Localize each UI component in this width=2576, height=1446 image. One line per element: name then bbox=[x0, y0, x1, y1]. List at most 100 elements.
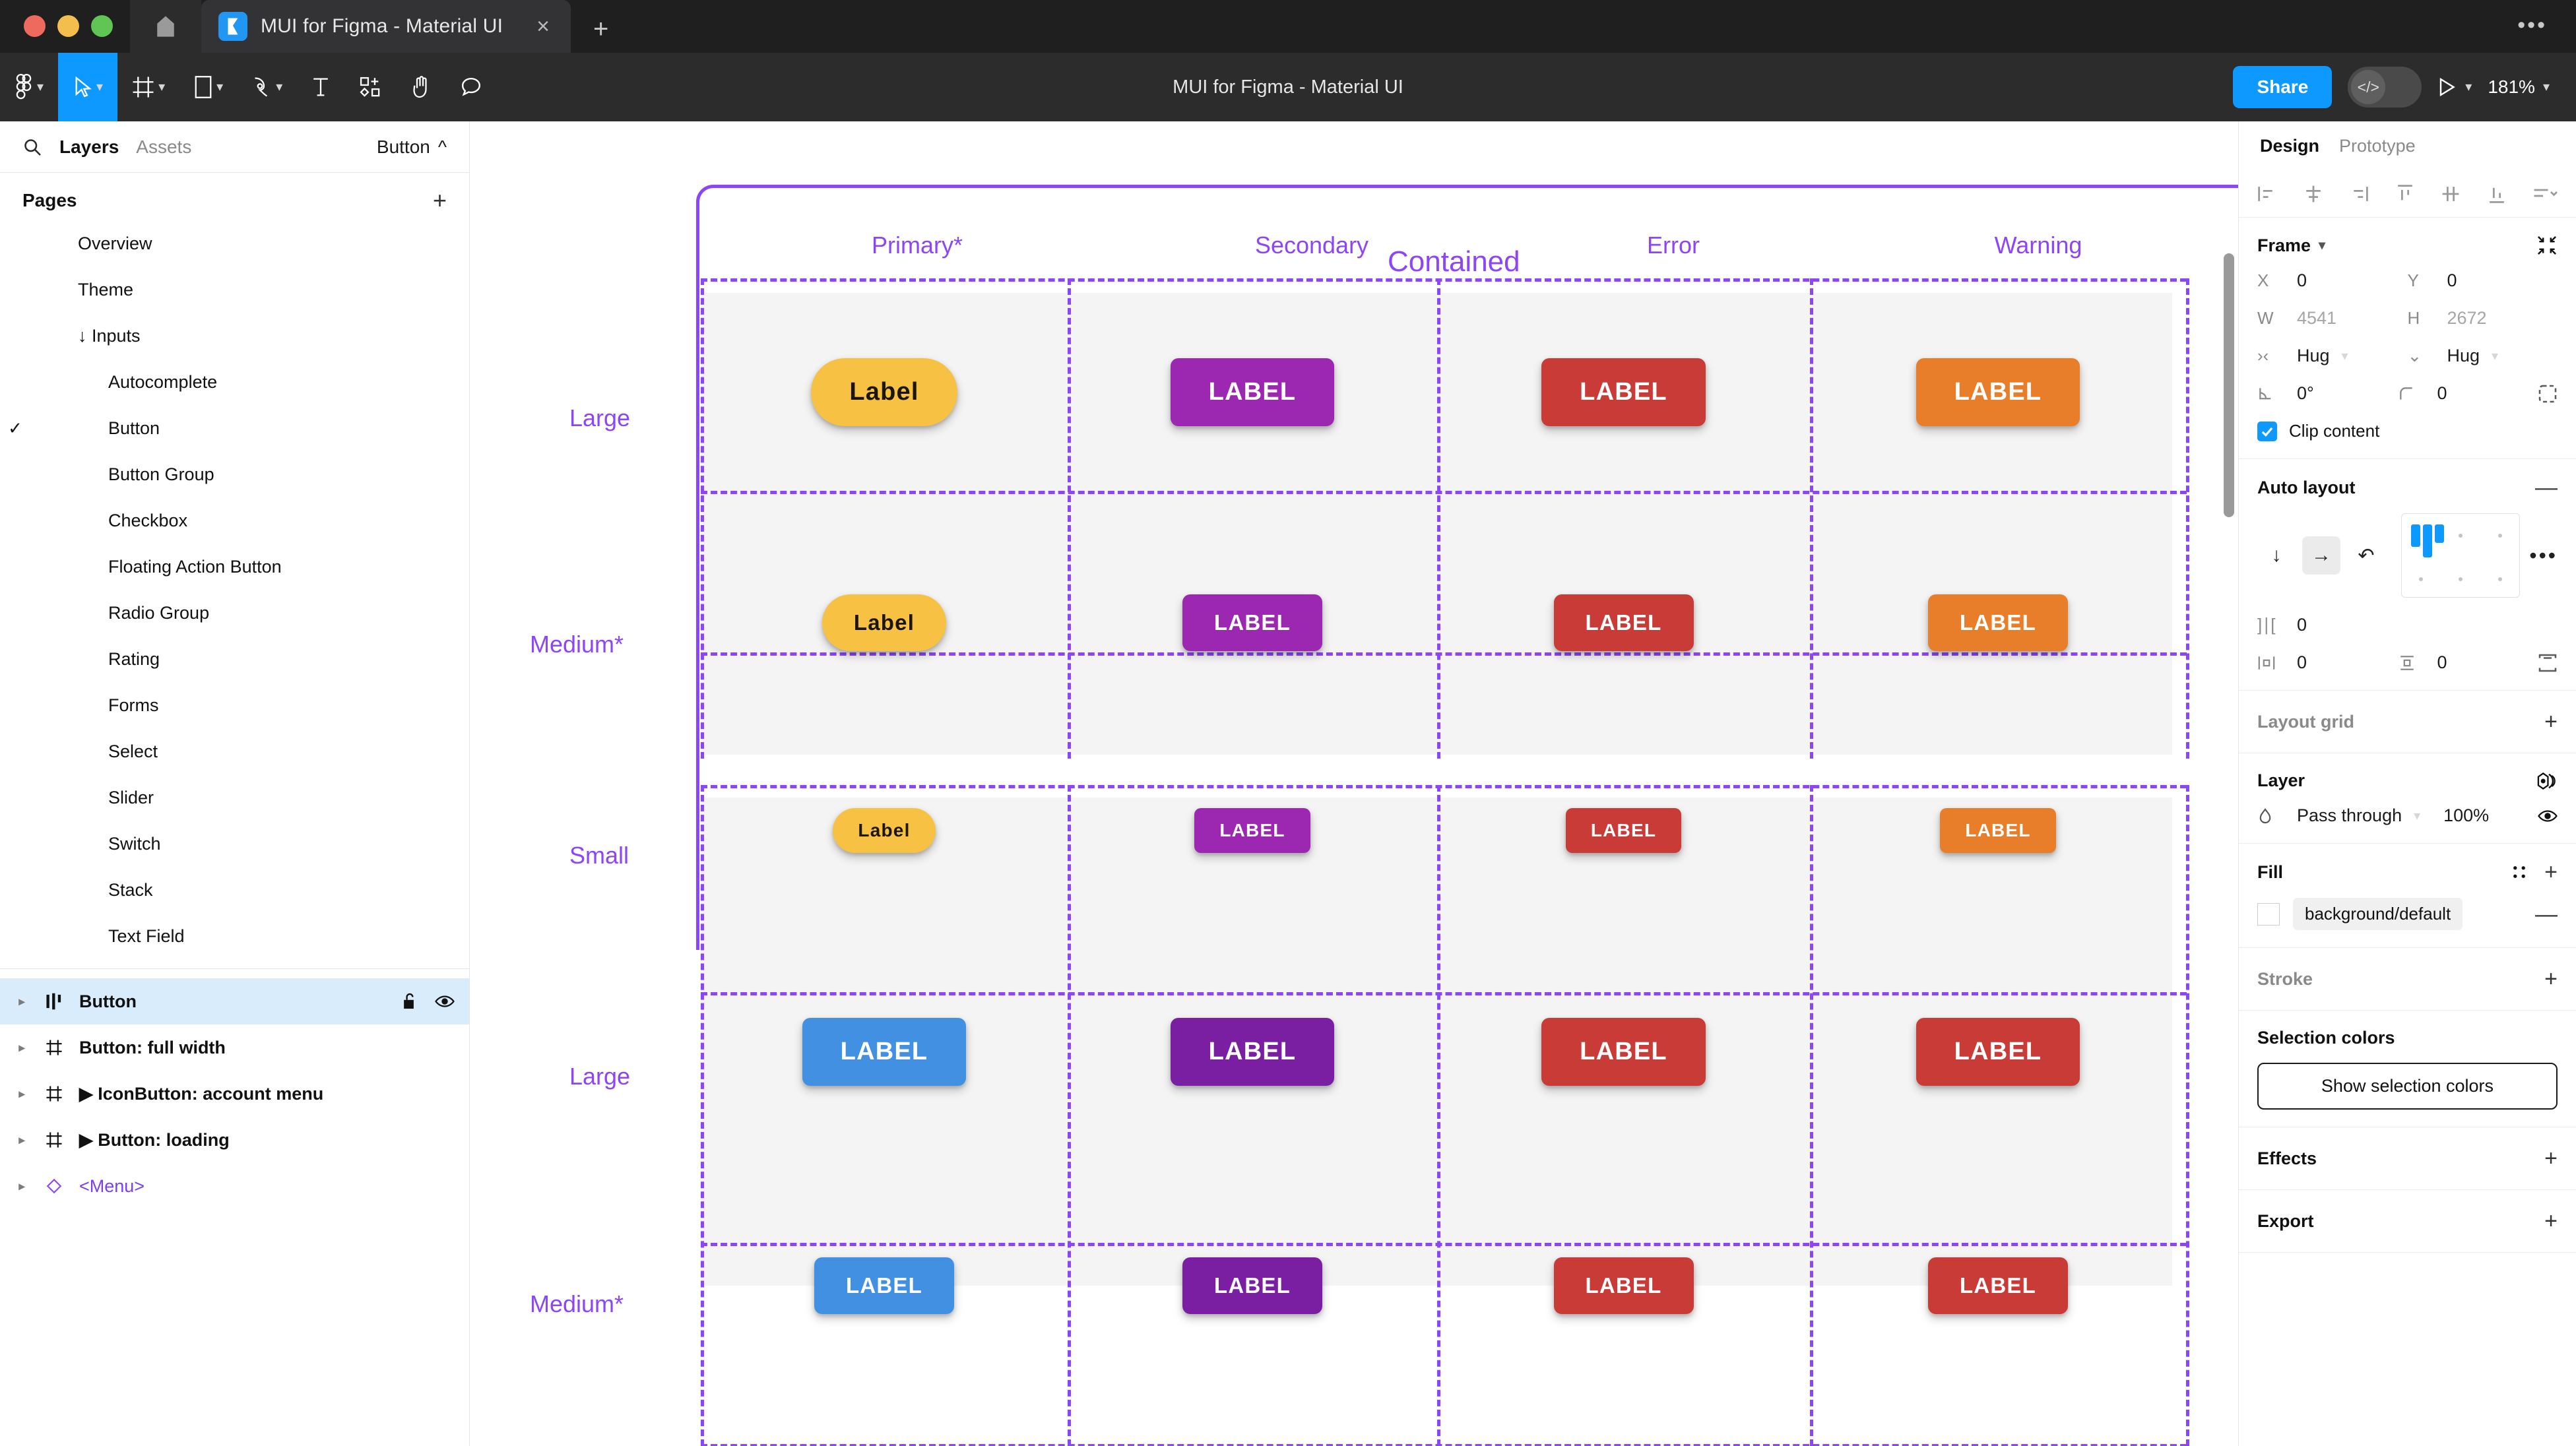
button-secondary-medium[interactable]: LABEL bbox=[1182, 594, 1322, 651]
align-horizontal-center-icon[interactable] bbox=[2302, 183, 2325, 205]
clip-content-row[interactable]: Clip content bbox=[2257, 421, 2558, 441]
auto-layout-more-options-icon[interactable]: ••• bbox=[2529, 543, 2558, 567]
width-field[interactable]: W 4541 bbox=[2257, 308, 2408, 329]
page-item-rating[interactable]: Rating bbox=[0, 636, 469, 682]
y-field[interactable]: Y 0 bbox=[2408, 270, 2558, 291]
page-item-button[interactable]: ✓ Button bbox=[0, 405, 469, 451]
share-button[interactable]: Share bbox=[2233, 66, 2333, 108]
close-tab-icon[interactable]: × bbox=[536, 14, 550, 39]
add-effect-button[interactable]: + bbox=[2544, 1146, 2558, 1171]
remove-auto-layout-button[interactable]: — bbox=[2535, 475, 2558, 500]
search-icon[interactable] bbox=[22, 137, 42, 157]
design-canvas[interactable]: Contained Primary* Secondary Error Warni… bbox=[470, 121, 2238, 1446]
vertical-padding-field[interactable]: 0 bbox=[2398, 652, 2538, 673]
fill-styles-icon[interactable] bbox=[2510, 863, 2528, 881]
distribute-menu-icon[interactable] bbox=[2531, 183, 2559, 205]
layout-direction-horizontal-icon[interactable]: → bbox=[2302, 536, 2340, 575]
present-options-chevron-icon[interactable]: ▾ bbox=[2465, 80, 2472, 94]
shape-tool-icon[interactable]: ▾ bbox=[179, 53, 238, 121]
resize-to-fit-icon[interactable] bbox=[2536, 235, 2558, 256]
layout-direction-vertical-icon[interactable]: ↓ bbox=[2271, 544, 2282, 566]
layer-row-iconbutton-account-menu[interactable]: ▸ ▶ IconButton: account menu bbox=[0, 1071, 469, 1117]
lock-icon[interactable] bbox=[402, 992, 418, 1011]
expand-chevron-icon[interactable]: ▸ bbox=[18, 1179, 25, 1193]
button-contained-secondary-large[interactable]: LABEL bbox=[1170, 1017, 1335, 1086]
show-selection-colors-button[interactable]: Show selection colors bbox=[2257, 1063, 2558, 1110]
button-primary-medium[interactable]: Label bbox=[821, 594, 947, 651]
new-tab-button[interactable]: + bbox=[593, 15, 609, 44]
canvas-vertical-scrollbar[interactable] bbox=[2224, 253, 2234, 517]
horizontal-padding-field[interactable]: 0 bbox=[2257, 652, 2398, 673]
hand-tool-icon[interactable] bbox=[396, 53, 446, 121]
pen-tool-icon[interactable]: ▾ bbox=[238, 53, 297, 121]
button-contained-warning-large[interactable]: LABEL bbox=[1916, 1017, 2080, 1086]
button-contained-primary-large[interactable]: LABEL bbox=[802, 1017, 967, 1086]
button-warning-small[interactable]: LABEL bbox=[1940, 808, 2056, 853]
horizontal-resizing-select[interactable]: ›‹ Hug ▾ bbox=[2257, 346, 2408, 366]
align-right-icon[interactable] bbox=[2348, 183, 2370, 205]
dev-mode-toggle[interactable]: </> bbox=[2348, 67, 2422, 108]
browser-overflow-menu-icon[interactable]: ••• bbox=[2517, 13, 2547, 38]
tab-design[interactable]: Design bbox=[2260, 135, 2320, 156]
components-tool-icon[interactable] bbox=[344, 53, 396, 121]
add-export-button[interactable]: + bbox=[2544, 1209, 2558, 1234]
height-field[interactable]: H 2672 bbox=[2408, 308, 2558, 329]
page-item-button-group[interactable]: Button Group bbox=[0, 451, 469, 497]
add-stroke-button[interactable]: + bbox=[2544, 966, 2558, 991]
opacity-field[interactable]: 100% bbox=[2443, 805, 2558, 826]
move-tool-icon[interactable]: ▾ bbox=[58, 53, 118, 121]
remove-fill-button[interactable]: — bbox=[2535, 901, 2558, 927]
alignment-pad[interactable] bbox=[2401, 513, 2520, 598]
gap-field[interactable]: ]∣[ 0 bbox=[2257, 615, 2408, 635]
home-button[interactable] bbox=[130, 0, 201, 53]
blend-mode-select[interactable]: Pass through ▾ bbox=[2257, 805, 2443, 826]
zoom-chevron-down-icon[interactable]: ▾ bbox=[2542, 80, 2550, 94]
page-item-switch[interactable]: Switch bbox=[0, 821, 469, 867]
expand-chevron-icon[interactable]: ▸ bbox=[18, 1086, 25, 1100]
layer-row-button-full-width[interactable]: ▸ Button: full width bbox=[0, 1024, 469, 1071]
frame-title-contained[interactable]: Contained bbox=[1388, 245, 1520, 278]
button-contained-primary-medium[interactable]: LABEL bbox=[814, 1257, 954, 1314]
add-page-button[interactable]: + bbox=[432, 187, 447, 214]
tab-layers[interactable]: Layers bbox=[59, 136, 119, 157]
visibility-eye-icon[interactable] bbox=[435, 994, 455, 1009]
expand-chevron-icon[interactable]: ▸ bbox=[18, 1040, 25, 1054]
page-item-inputs[interactable]: ↓ Inputs bbox=[0, 313, 469, 359]
tab-prototype[interactable]: Prototype bbox=[2339, 135, 2416, 156]
layer-visibility-eye-icon[interactable] bbox=[2538, 809, 2558, 823]
page-item-overview[interactable]: Overview bbox=[0, 220, 469, 267]
maximize-window-button[interactable] bbox=[91, 15, 113, 37]
page-item-theme[interactable]: Theme bbox=[0, 267, 469, 313]
button-contained-error-medium[interactable]: LABEL bbox=[1553, 1257, 1694, 1314]
present-button[interactable]: ▾ bbox=[2437, 77, 2472, 97]
fill-color-swatch[interactable] bbox=[2257, 902, 2280, 926]
figma-menu-icon[interactable]: ▾ bbox=[0, 53, 58, 121]
corner-radius-field[interactable]: 0 bbox=[2398, 383, 2538, 404]
button-primary-small[interactable]: Label bbox=[833, 808, 936, 853]
button-contained-warning-medium[interactable]: LABEL bbox=[1928, 1257, 2068, 1314]
fill-style-token[interactable]: background/default bbox=[2293, 898, 2463, 930]
vertical-resizing-select[interactable]: ⌄ Hug ▾ bbox=[2408, 346, 2558, 366]
page-item-forms[interactable]: Forms bbox=[0, 682, 469, 728]
minimize-window-button[interactable] bbox=[57, 15, 79, 37]
page-item-text-field[interactable]: Text Field bbox=[0, 913, 469, 959]
text-tool-icon[interactable] bbox=[297, 53, 344, 121]
align-vertical-center-icon[interactable] bbox=[2439, 183, 2462, 205]
align-top-icon[interactable] bbox=[2394, 183, 2416, 205]
button-secondary-small[interactable]: LABEL bbox=[1194, 808, 1310, 853]
align-left-icon[interactable] bbox=[2256, 183, 2278, 205]
expand-chevron-icon[interactable]: ▸ bbox=[18, 994, 25, 1008]
button-error-medium[interactable]: LABEL bbox=[1553, 594, 1694, 651]
layout-wrap-icon[interactable]: ↶ bbox=[2358, 544, 2375, 567]
layer-row-button-loading[interactable]: ▸ ▶ Button: loading bbox=[0, 1117, 469, 1163]
button-error-large[interactable]: LABEL bbox=[1541, 358, 1706, 426]
page-item-radio-group[interactable]: Radio Group bbox=[0, 590, 469, 636]
page-item-checkbox[interactable]: Checkbox bbox=[0, 497, 469, 544]
browser-tab[interactable]: MUI for Figma - Material UI × bbox=[201, 0, 571, 53]
add-fill-button[interactable]: + bbox=[2544, 860, 2558, 885]
layer-row-menu-instance[interactable]: ▸ <Menu> bbox=[0, 1163, 469, 1209]
zoom-level-control[interactable]: 181% ▾ bbox=[2488, 77, 2550, 98]
layer-row-button[interactable]: ▸ Button bbox=[0, 978, 469, 1024]
button-contained-error-large[interactable]: LABEL bbox=[1541, 1017, 1706, 1086]
page-item-select[interactable]: Select bbox=[0, 728, 469, 774]
